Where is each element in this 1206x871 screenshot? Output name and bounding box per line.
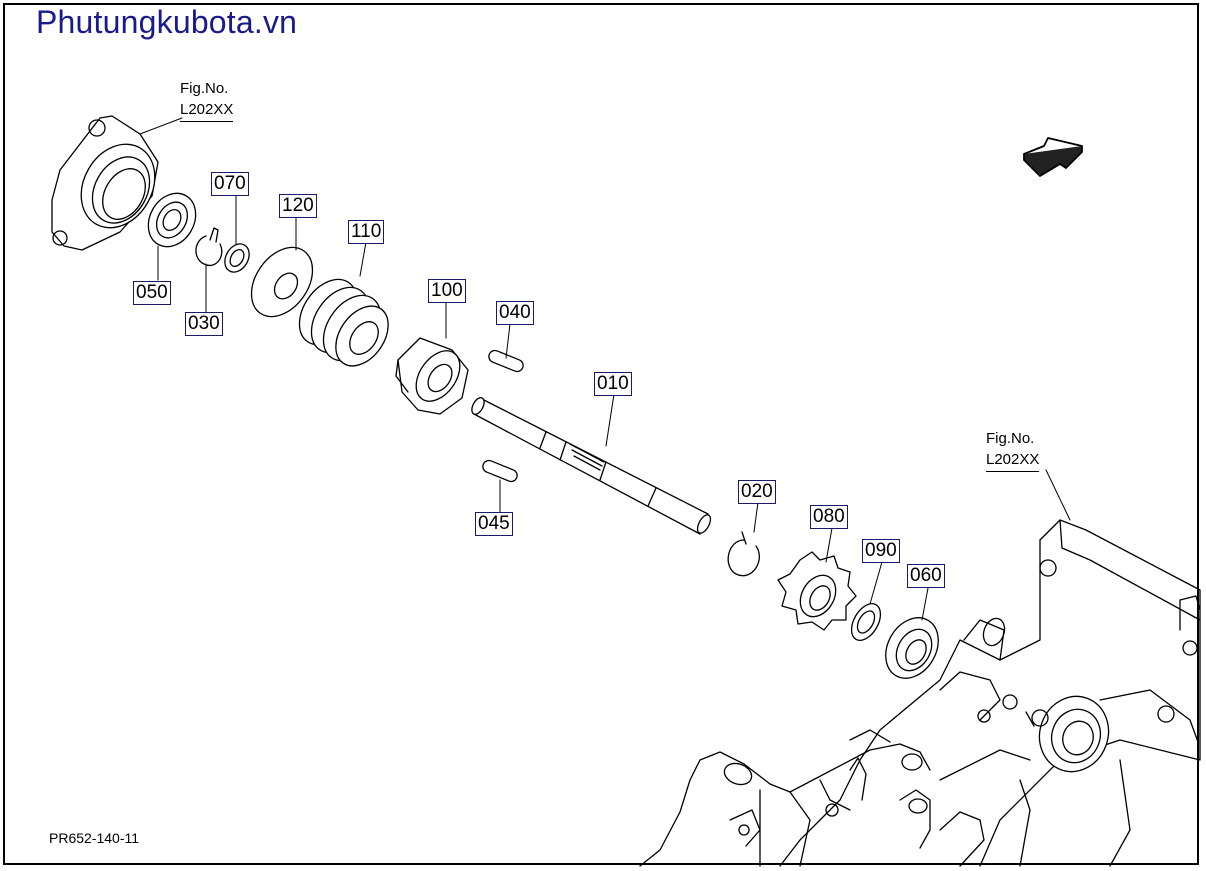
leader-lines (139, 117, 1071, 621)
washer-090 (850, 603, 882, 641)
callout-100[interactable]: 100 (428, 279, 466, 303)
callout-010[interactable]: 010 (594, 372, 632, 396)
fig-ref-label: Fig.No. (180, 80, 229, 97)
washer-070 (224, 243, 250, 273)
site-title: Phutungkubota.vn (36, 4, 298, 40)
callout-090[interactable]: 090 (862, 539, 900, 563)
snap-ring-020 (727, 531, 760, 577)
bearing-060 (885, 617, 939, 679)
fig-ref-right[interactable]: Fig.No. L202XX (986, 428, 1040, 472)
callout-040[interactable]: 040 (496, 301, 534, 325)
key-045 (482, 459, 518, 483)
fig-ref-left[interactable]: Fig.No. L202XX (180, 78, 234, 122)
callout-020[interactable]: 020 (738, 480, 776, 504)
drawing-reference-code: PR652-140-11 (49, 830, 140, 846)
circlip-030 (195, 227, 223, 267)
front-direction-arrow-icon (1023, 137, 1083, 177)
callout-050[interactable]: 050 (133, 281, 171, 305)
diagram-frame (3, 3, 1199, 865)
shaft-010 (471, 397, 712, 535)
spring-110 (298, 278, 389, 367)
flange-housing-left (51, 115, 159, 251)
sprocket-080 (777, 551, 857, 631)
fig-ref-label: Fig.No. (986, 430, 1035, 447)
key-040 (488, 349, 524, 373)
fig-ref-number: L202XX (986, 449, 1040, 472)
callout-045[interactable]: 045 (475, 512, 513, 536)
callout-070[interactable]: 070 (211, 172, 249, 196)
frame-bracket (639, 729, 1031, 867)
callout-110[interactable]: 110 (348, 220, 385, 244)
collar-100 (395, 337, 469, 415)
callout-080[interactable]: 080 (810, 505, 848, 529)
callout-060[interactable]: 060 (907, 564, 945, 588)
callout-030[interactable]: 030 (185, 312, 223, 336)
bearing-050 (147, 192, 197, 248)
disc-120 (250, 246, 314, 318)
fig-ref-number: L202XX (180, 99, 234, 122)
callout-120[interactable]: 120 (279, 194, 317, 218)
transmission-case (779, 519, 1201, 867)
